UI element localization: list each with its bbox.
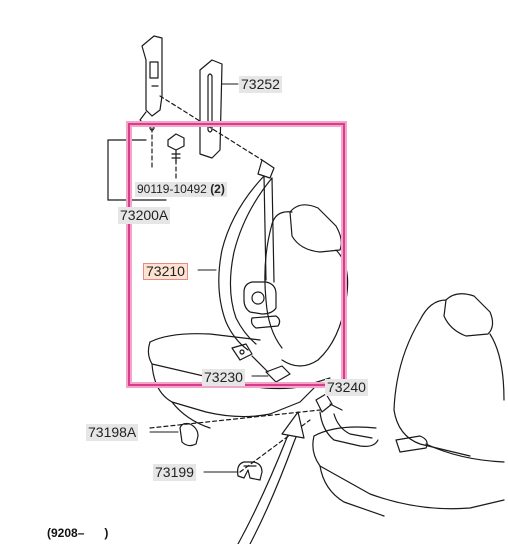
label-73200a[interactable]: 73200A (118, 207, 171, 224)
label-73240[interactable]: 73240 (325, 379, 368, 396)
label-73199[interactable]: 73199 (153, 464, 196, 481)
label-90119-10492[interactable]: 90119-10492 (2) (135, 182, 227, 197)
clip-73199 (237, 461, 263, 481)
label-73230[interactable]: 73230 (202, 369, 245, 386)
height-adjuster-rail (199, 59, 223, 159)
cover-73198a (179, 422, 199, 447)
label-73252[interactable]: 73252 (239, 76, 282, 93)
leader-lines (149, 83, 269, 473)
upper-anchor-bracket (139, 35, 163, 131)
label-90119-number: 90119-10492 (137, 182, 207, 196)
front-seat (147, 204, 349, 429)
selected-part-highlight[interactable] (128, 123, 345, 386)
seat-belt-webbing (218, 159, 275, 351)
direction-arrow (237, 411, 305, 544)
label-73210[interactable]: 73210 (143, 263, 188, 280)
label-90119-quantity: (2) (210, 182, 225, 196)
rear-seat (312, 293, 505, 517)
lap-anchor (231, 343, 291, 383)
label-73198a[interactable]: 73198A (86, 424, 139, 441)
group-bracket-73200a (107, 139, 167, 201)
retractor (243, 281, 281, 329)
buckle-assembly (315, 393, 379, 447)
production-date-range: (9208– ) (47, 526, 109, 540)
